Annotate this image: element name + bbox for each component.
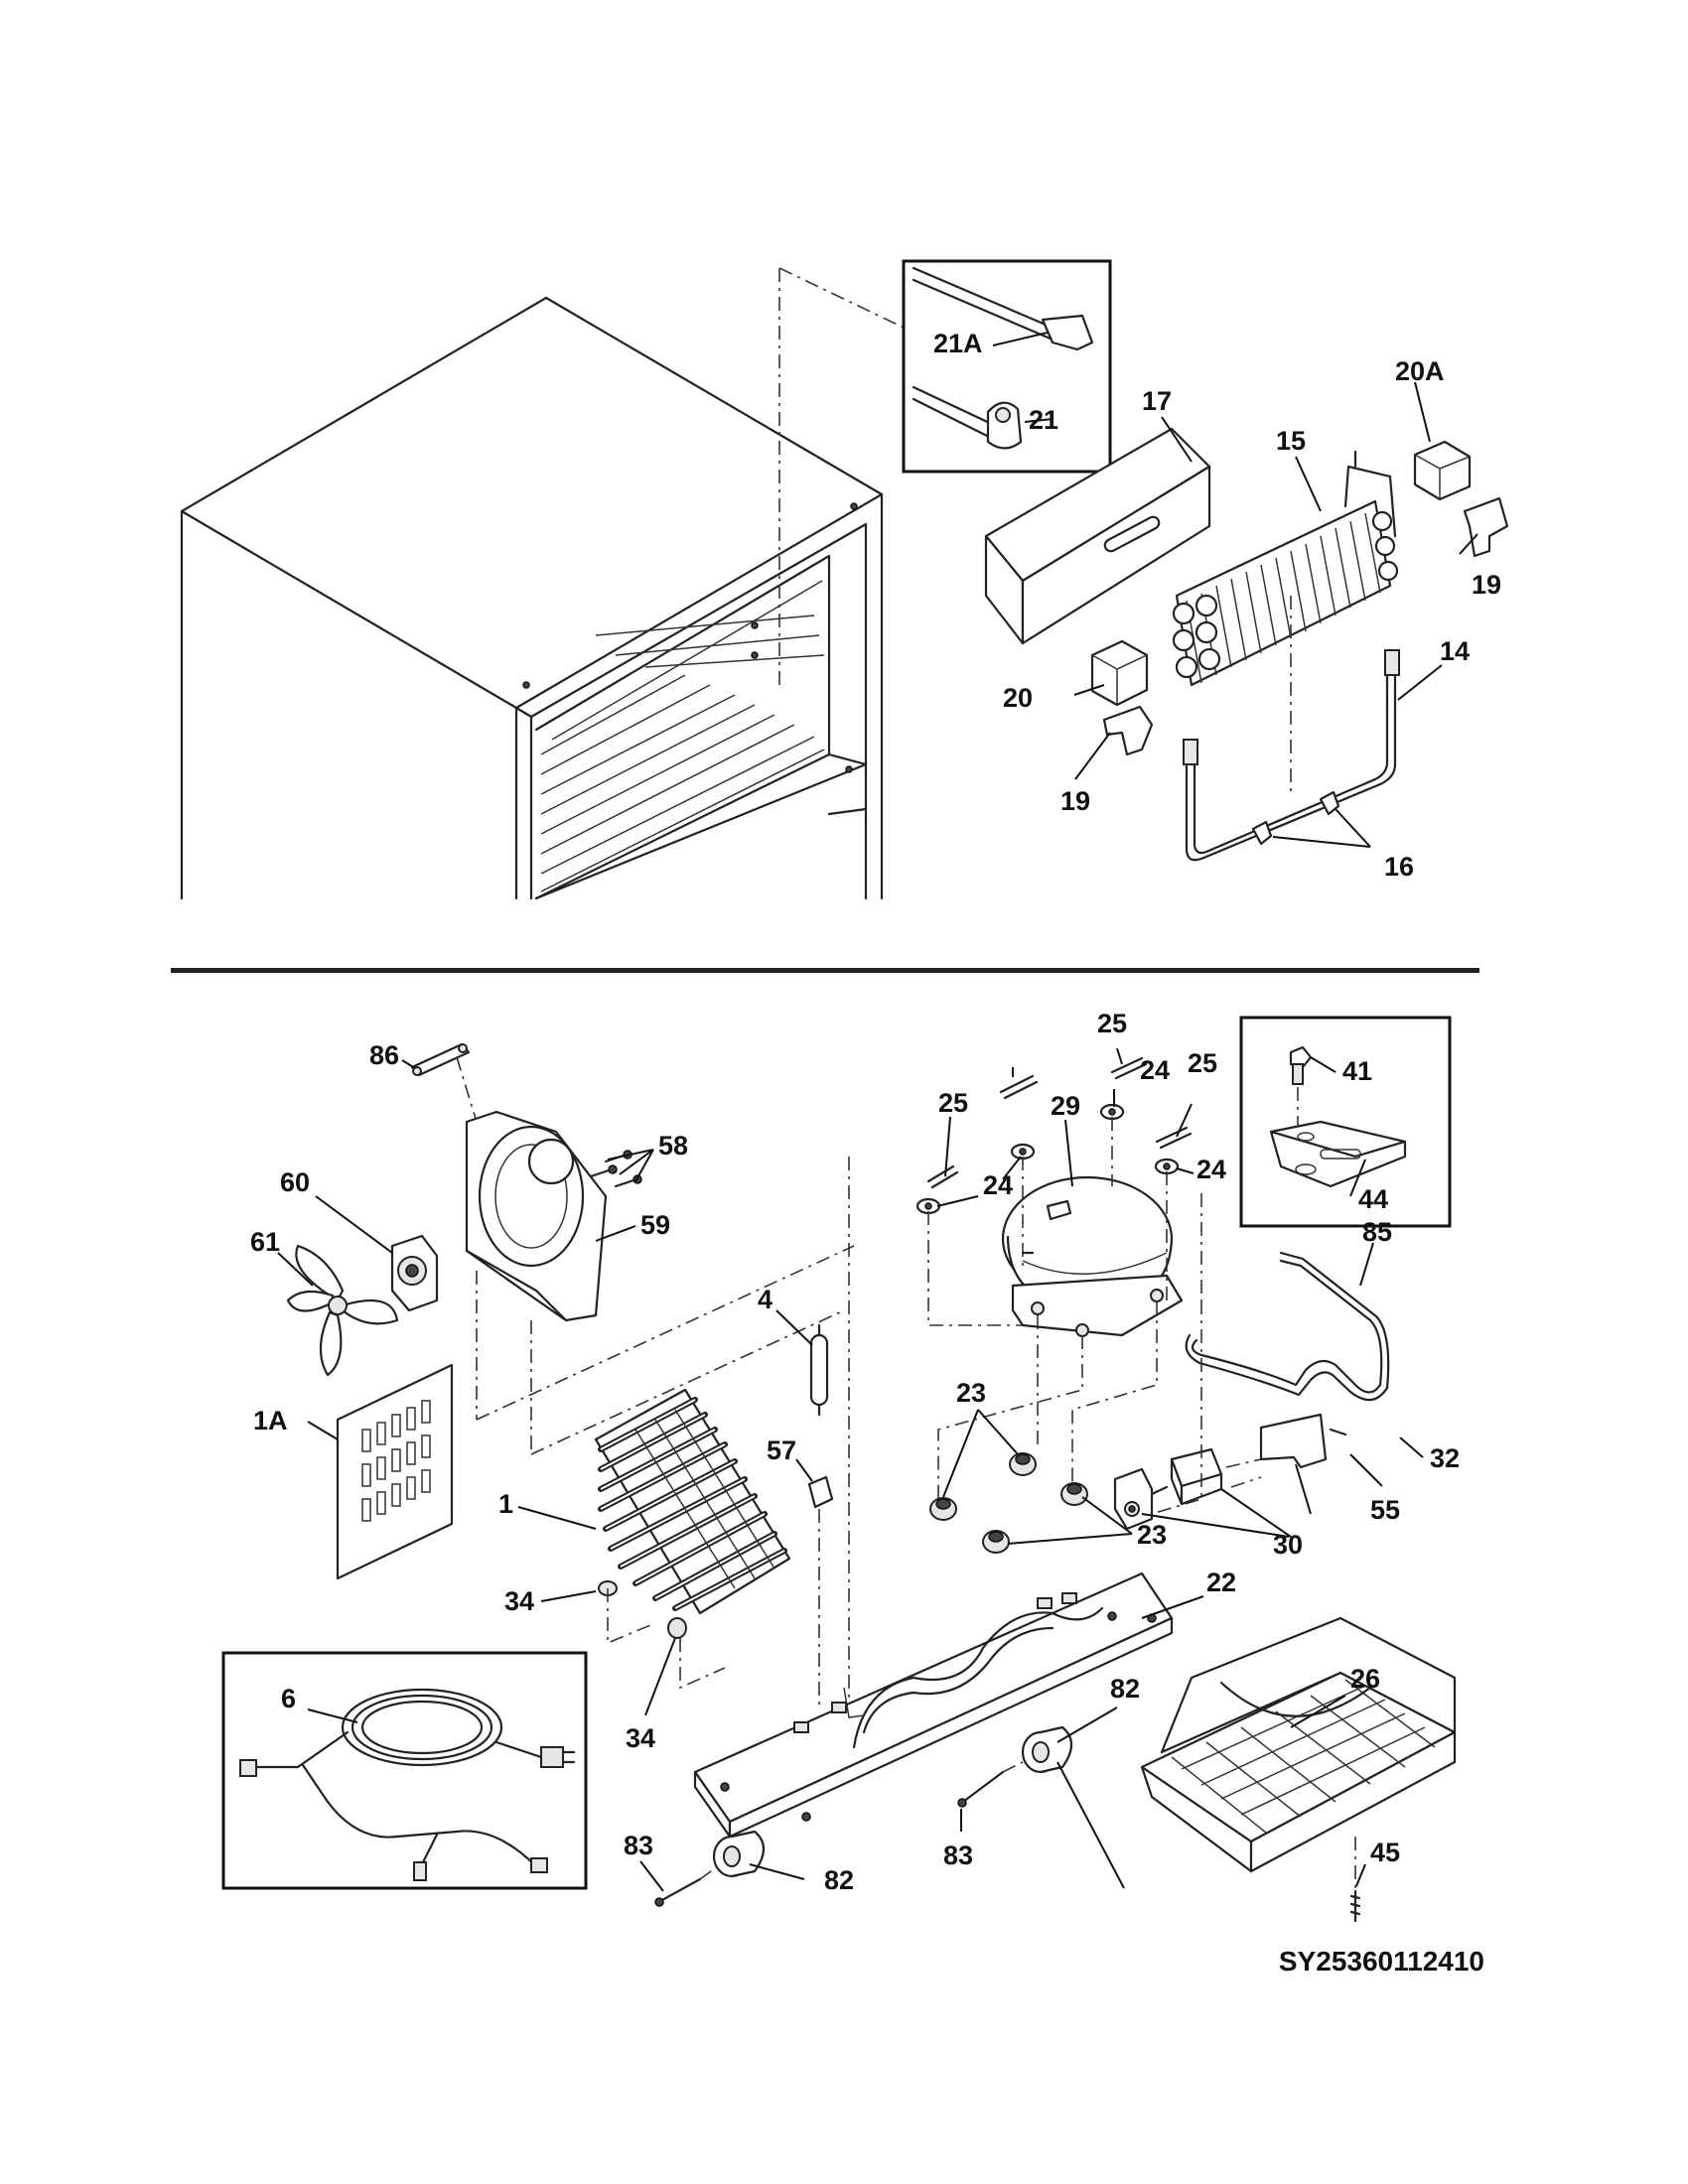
shroud-screws: [589, 1150, 642, 1188]
foot-screw-left: [654, 1877, 702, 1907]
label-55: 55: [1370, 1495, 1400, 1525]
evaporator-end-cap-right: [1413, 440, 1472, 501]
label-14: 14: [1440, 636, 1470, 666]
filter-drier: [809, 1323, 829, 1417]
label-25-right: 25: [1188, 1048, 1217, 1078]
foot-screw-right: [957, 1770, 1005, 1808]
label-83-right: 83: [943, 1841, 973, 1870]
suction-tube: [1185, 1251, 1390, 1402]
leaders-bottom: [277, 1047, 1424, 1892]
condenser-fan-blade: [286, 1244, 399, 1377]
label-60: 60: [280, 1167, 310, 1197]
relay: [1170, 1447, 1223, 1506]
label-19-right: 19: [1472, 570, 1501, 600]
drain-pan-screw: [1349, 1889, 1361, 1923]
label-21A: 21A: [933, 329, 983, 358]
label-58: 58: [658, 1131, 688, 1160]
condenser-fan-motor: [390, 1234, 439, 1312]
label-83-left: 83: [624, 1831, 653, 1860]
label-61: 61: [250, 1227, 280, 1257]
label-24-right: 24: [1196, 1155, 1226, 1184]
label-21: 21: [1029, 405, 1058, 435]
label-29: 29: [1051, 1091, 1080, 1121]
label-23-upper: 23: [956, 1378, 986, 1408]
condenser-coil: [594, 1388, 791, 1615]
leaders-top: [992, 332, 1478, 848]
label-24-middle: 24: [1140, 1055, 1170, 1085]
part-labels: 21A 21 17 20A 15 19 20 14 19 16 86 58 59…: [250, 329, 1501, 1977]
rear-foot-right: [1021, 1725, 1073, 1774]
label-4: 4: [758, 1285, 773, 1314]
label-82-left: 82: [824, 1865, 854, 1895]
evaporator-coil: [1172, 450, 1399, 687]
fan-bracket-clip: [410, 1042, 471, 1077]
label-85: 85: [1362, 1217, 1392, 1247]
compressor-clips: [926, 1056, 1193, 1189]
label-17: 17: [1142, 386, 1172, 416]
label-44: 44: [1358, 1184, 1388, 1214]
section-divider: [171, 968, 1479, 973]
label-16: 16: [1384, 852, 1414, 882]
label-20A: 20A: [1395, 356, 1445, 386]
diagram-code: SY25360112410: [1279, 1946, 1484, 1977]
label-23-lower: 23: [1137, 1520, 1167, 1550]
label-57: 57: [767, 1435, 796, 1465]
defrost-heater: [1183, 596, 1400, 862]
label-34-upper: 34: [504, 1586, 534, 1616]
refrigerator-cabinet: [180, 296, 884, 900]
drain-pan: [1140, 1616, 1457, 1873]
label-41: 41: [1342, 1056, 1372, 1086]
label-25-middle: 25: [1097, 1009, 1127, 1038]
label-19-left: 19: [1060, 786, 1090, 816]
tube-clip: [807, 1475, 834, 1509]
evaporator-cover: [984, 427, 1211, 645]
inset-bracket-detail: [1239, 1016, 1452, 1228]
label-86: 86: [369, 1040, 399, 1070]
overload-protector: [1259, 1413, 1347, 1469]
label-82-right: 82: [1110, 1674, 1140, 1704]
label-6: 6: [281, 1684, 296, 1713]
condenser-grille: [336, 1363, 454, 1580]
compressor-grommets: [929, 1452, 1088, 1554]
label-15: 15: [1276, 426, 1306, 456]
compressor: [1001, 1175, 1184, 1337]
label-25-left: 25: [938, 1088, 968, 1118]
label-32: 32: [1430, 1443, 1460, 1473]
label-59: 59: [640, 1210, 670, 1240]
inset-clip-detail: [902, 259, 1112, 474]
condenser-fan-shroud: [465, 1110, 608, 1322]
label-1A: 1A: [253, 1406, 288, 1435]
label-24-left: 24: [983, 1170, 1013, 1200]
compressor-base-plate: [693, 1571, 1174, 1839]
label-45: 45: [1370, 1838, 1400, 1867]
label-20: 20: [1003, 683, 1033, 713]
evaporator-end-cap-left: [1090, 639, 1149, 707]
bracket-left: [1102, 705, 1154, 756]
rear-foot-left: [712, 1830, 766, 1878]
label-26: 26: [1350, 1664, 1380, 1694]
bracket-right: [1463, 496, 1509, 558]
label-22: 22: [1206, 1568, 1236, 1597]
label-1: 1: [498, 1489, 513, 1519]
label-34-lower: 34: [626, 1723, 655, 1753]
label-30: 30: [1273, 1530, 1303, 1560]
inset-power-cord: [221, 1651, 588, 1890]
